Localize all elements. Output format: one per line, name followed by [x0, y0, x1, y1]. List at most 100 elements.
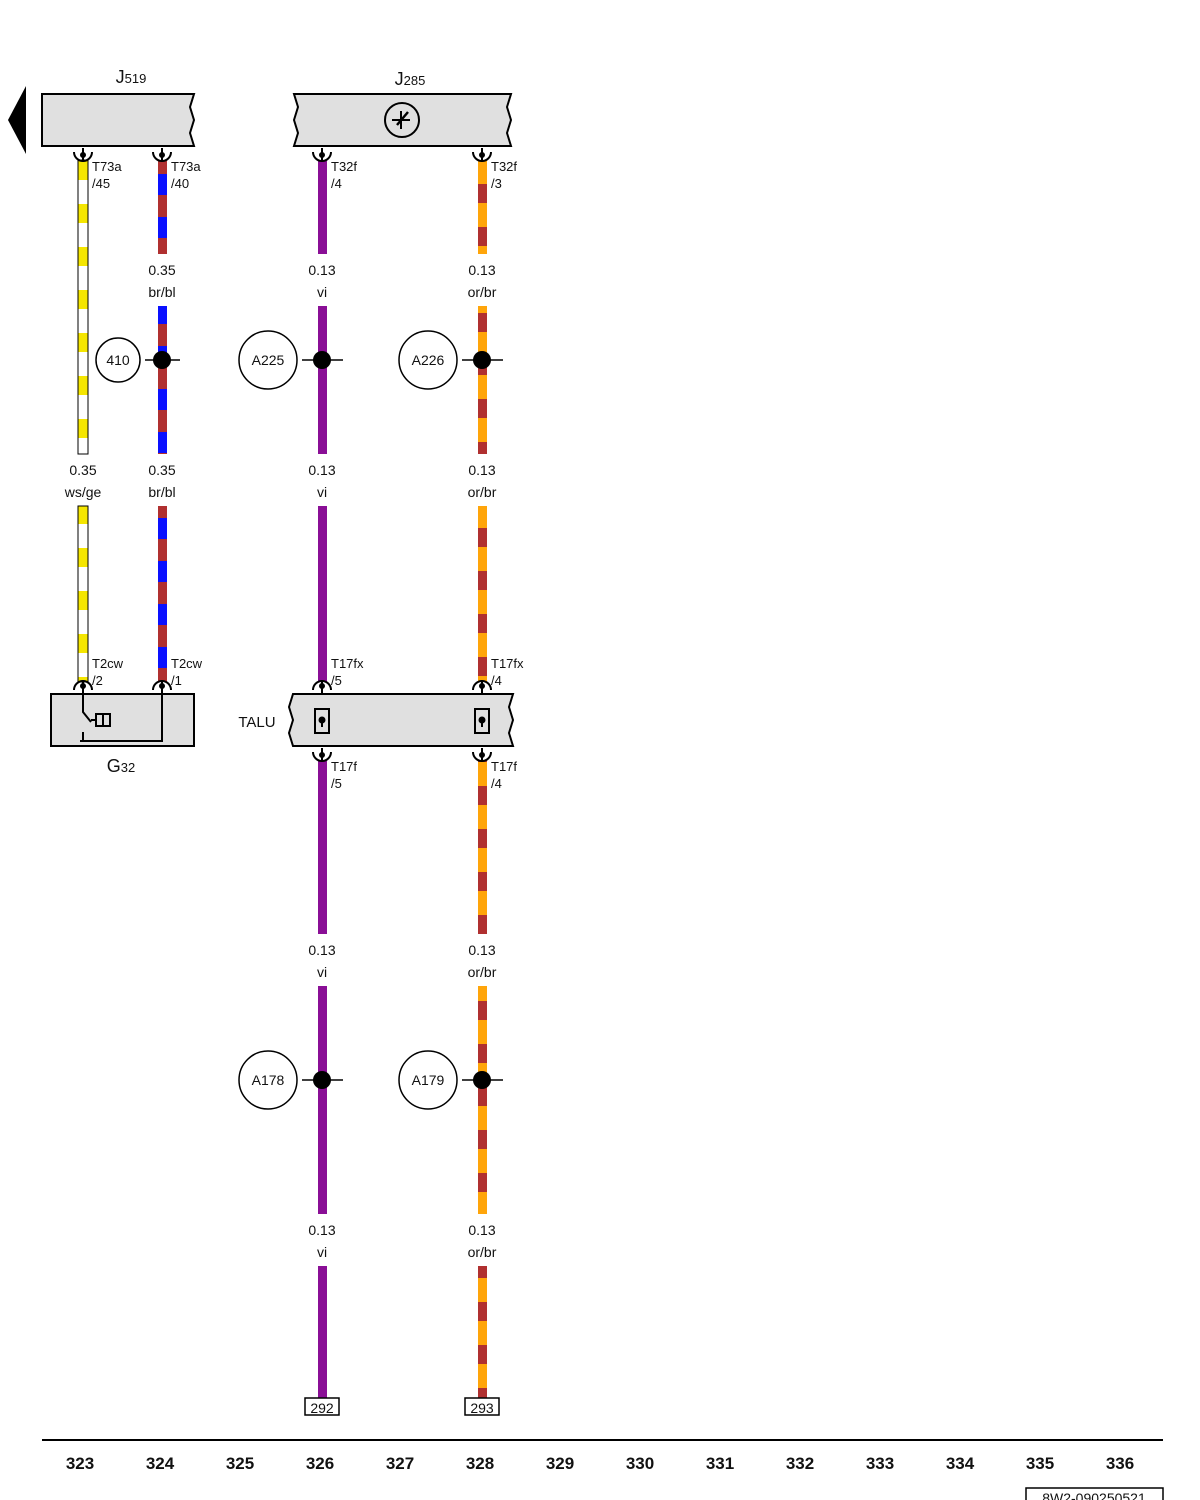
- continuation-label-293: 293: [470, 1400, 494, 1416]
- junction-a179[interactable]: A179: [398, 1050, 503, 1110]
- junction-dot-a178: [313, 1071, 331, 1089]
- column-number: 324: [146, 1454, 175, 1473]
- junction-ring-a179: [398, 1050, 458, 1110]
- column-number: 336: [1106, 1454, 1134, 1473]
- talu-plug-icon-326: [314, 708, 330, 734]
- wire-326-seg6: [318, 1266, 327, 1398]
- pin-label-talu-top-5: T17fx/5: [331, 656, 364, 688]
- wire-324-seg1: [158, 160, 167, 254]
- pin-icon-j285-4: [312, 148, 332, 162]
- pin-label-g32-1: T2cw/1: [171, 656, 203, 688]
- pin-label-j519-40: T73a/40: [171, 159, 201, 191]
- column-number: 329: [546, 1454, 574, 1473]
- junction-label-a226: A226: [412, 352, 445, 368]
- pin-icon-j519-40: [152, 148, 172, 162]
- wire-328-seg4: [478, 760, 487, 934]
- talu-box: [287, 693, 515, 747]
- document-id-text: 8W2-090250521: [1042, 1490, 1146, 1500]
- junction-label-410: 410: [106, 352, 130, 368]
- wire-328-seg6: [478, 1266, 487, 1398]
- pin-label-j285-3: T32f/3: [491, 159, 517, 191]
- document-id: 8W2-090250521: [1025, 1487, 1164, 1500]
- junction-dot-a225: [313, 351, 331, 369]
- pin-icon-talu-top-4: [472, 680, 492, 694]
- column-number: 325: [226, 1454, 254, 1473]
- column-numbers: 323 324 325 326 327 328 329 330 331 332 …: [66, 1454, 1134, 1473]
- wire-328-seg3: [478, 506, 487, 682]
- pin-labels: T73a/45 T73a/40 T32f/4 T32f/3 T2cw/2 T2c…: [92, 159, 524, 791]
- column-number: 332: [786, 1454, 814, 1473]
- component-g32[interactable]: G32: [50, 690, 195, 776]
- column-number: 330: [626, 1454, 654, 1473]
- wire-328-seg5: [478, 986, 487, 1214]
- junction-dot-410: [153, 351, 171, 369]
- pin-icon-g32-2: [73, 680, 93, 694]
- column-number: 334: [946, 1454, 975, 1473]
- junction-a225[interactable]: A225: [238, 330, 343, 390]
- document-id-box: [1025, 1487, 1164, 1500]
- wire-328-seg2: [478, 306, 487, 454]
- junction-dot-a226: [473, 351, 491, 369]
- instrument-cluster-icon: [384, 102, 420, 138]
- column-number: 327: [386, 1454, 414, 1473]
- wire-326-seg4: [318, 760, 327, 934]
- wire-326-seg1: [318, 160, 327, 254]
- junction-ring-410: [95, 337, 141, 383]
- g32-box: [50, 693, 195, 747]
- continuation-box-293: [464, 1397, 500, 1416]
- continuation-292[interactable]: 292: [304, 1397, 340, 1416]
- wire-323-seg2: [77, 505, 89, 683]
- continuation-box-292: [304, 1397, 340, 1416]
- g32-label: G32: [107, 756, 135, 776]
- component-j285[interactable]: J285: [292, 69, 513, 147]
- pin-icon-g32-1: [152, 680, 172, 694]
- pin-icon-j285-3: [472, 148, 492, 162]
- junction-label-a179: A179: [412, 1072, 445, 1088]
- wire-326[interactable]: [318, 160, 327, 1398]
- column-number: 331: [706, 1454, 734, 1473]
- pin-label-talu-bot-5: T17f/5: [331, 759, 357, 791]
- talu-plug-icon-328: [474, 708, 490, 734]
- pin-icon-talu-bot-4: [472, 748, 492, 762]
- pin-label-g32-2: T2cw/2: [92, 656, 124, 688]
- continuation-293[interactable]: 293: [464, 1397, 500, 1416]
- junction-label-a178: A178: [252, 1072, 285, 1088]
- wire-323[interactable]: [77, 159, 89, 683]
- junction-label-a225: A225: [252, 352, 285, 368]
- junction-ring-a226: [398, 330, 458, 390]
- talu-label: TALU: [238, 714, 275, 731]
- column-number: 323: [66, 1454, 94, 1473]
- pin-icon-talu-bot-5: [312, 748, 332, 762]
- wire-324[interactable]: [158, 160, 167, 682]
- pin-icon-j519-45: [73, 148, 93, 162]
- junction-a178[interactable]: A178: [238, 1050, 343, 1110]
- pin-label-talu-top-4: T17fx/4: [491, 656, 524, 688]
- column-number: 328: [466, 1454, 494, 1473]
- level-switch-icon: [80, 690, 163, 742]
- component-j519[interactable]: J519: [41, 67, 196, 147]
- junction-dot-a179: [473, 1071, 491, 1089]
- junction-a226[interactable]: A226: [398, 330, 503, 390]
- pin-label-j519-45: T73a/45: [92, 159, 122, 191]
- previous-page-arrow-icon[interactable]: [8, 86, 26, 154]
- wire-326-seg3: [318, 506, 327, 682]
- wire-328[interactable]: [478, 160, 487, 1398]
- wire-328-seg1: [478, 160, 487, 254]
- j285-label: J285: [395, 69, 426, 89]
- pin-label-j285-4: T32f/4: [331, 159, 357, 191]
- column-number: 333: [866, 1454, 894, 1473]
- j519-box: [41, 93, 196, 147]
- junction-410[interactable]: 410: [95, 337, 180, 383]
- wire-324-seg3: [158, 506, 167, 682]
- wire-323-seg1: [77, 159, 89, 455]
- column-number: 335: [1026, 1454, 1054, 1473]
- component-talu[interactable]: TALU: [238, 693, 515, 747]
